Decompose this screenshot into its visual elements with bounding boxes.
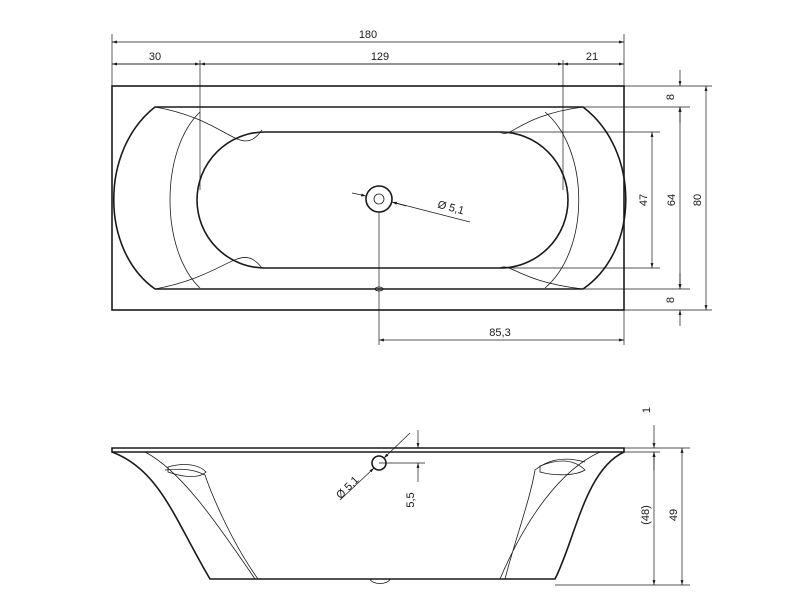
dim-bowl-width: 64 — [666, 194, 678, 206]
dim-rim-thickness: 1 — [641, 407, 653, 413]
dim-overall-width: 80 — [692, 194, 704, 206]
dim-head-offset: 30 — [149, 51, 161, 63]
dim-overflow-offset: 5,5 — [405, 492, 417, 507]
side-inner-left — [144, 451, 259, 580]
dim-drain-offset: 85,3 — [489, 327, 510, 339]
backrest-left — [154, 106, 263, 290]
side-rim — [111, 447, 625, 453]
top-view-dimensions: 180 30 129 21 8 47 64 80 8 — [111, 29, 712, 345]
backrest-right — [499, 106, 584, 290]
dim-inner-length: 129 — [371, 51, 389, 63]
drain-outer — [365, 185, 393, 213]
dim-inner-depth: (48) — [640, 505, 652, 525]
dim-overall-length: 180 — [359, 29, 377, 41]
side-inner-right — [499, 451, 601, 580]
dim-rim-bottom: 8 — [665, 297, 677, 303]
side-headrest-left — [167, 464, 207, 477]
side-base — [210, 578, 555, 584]
dim-overflow-diameter: Ø 5,1 — [334, 474, 362, 502]
drain-inner — [373, 193, 385, 205]
dim-rim-top: 8 — [665, 94, 677, 100]
dim-inner-width: 47 — [638, 194, 650, 206]
dim-foot-offset: 21 — [586, 51, 598, 63]
dim-overall-height: 49 — [668, 509, 680, 521]
bowl-outline — [112, 106, 627, 290]
tub-outline — [111, 85, 625, 311]
inner-basin — [196, 131, 569, 269]
side-headrest-right — [539, 460, 586, 476]
top-view — [111, 85, 627, 345]
side-view — [111, 447, 625, 584]
side-view-dimensions: 1 (48) 49 5,5 Ø 5,1 — [334, 407, 690, 586]
side-body — [111, 451, 625, 580]
